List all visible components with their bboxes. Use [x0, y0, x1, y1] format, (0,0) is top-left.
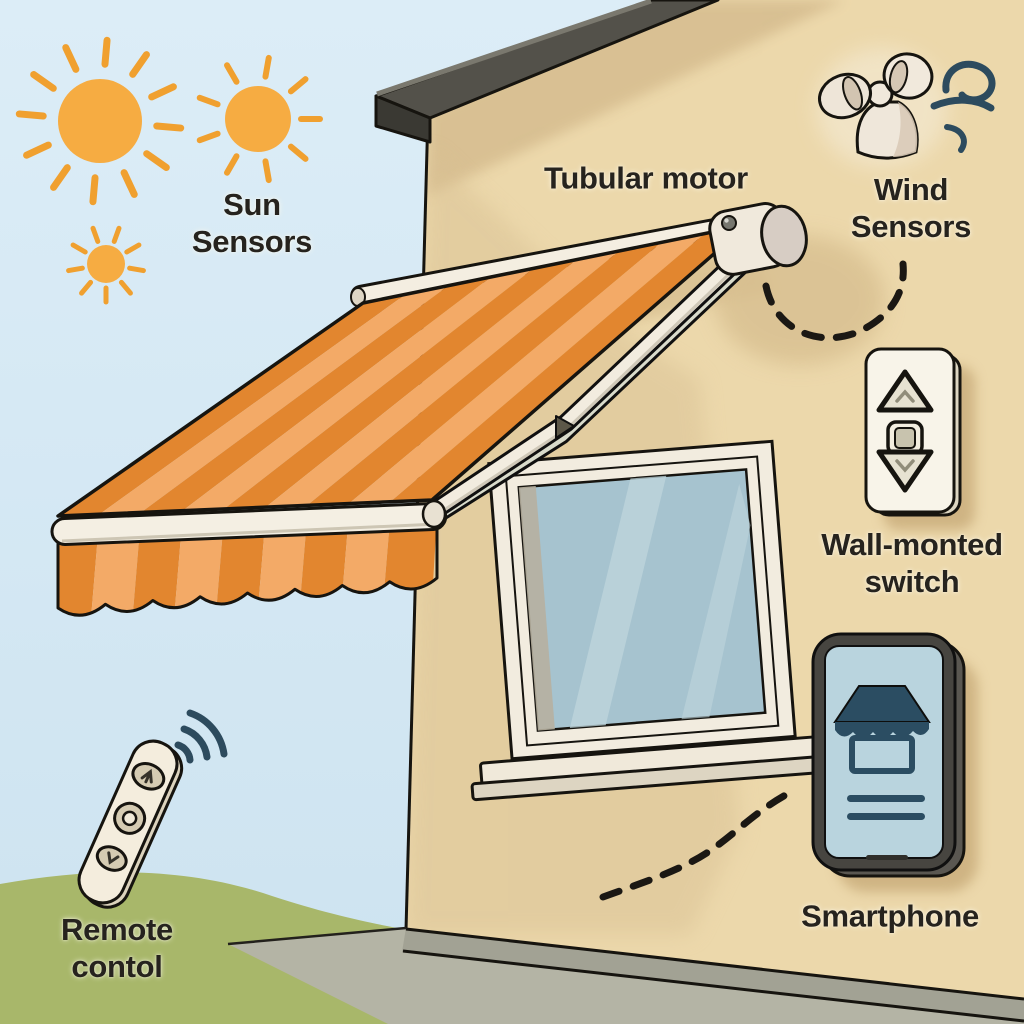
awning-fabric [56, 223, 749, 518]
front-bar [50, 499, 448, 546]
label-line: Wall-monted [821, 527, 1003, 562]
wall-base-strip [402, 928, 1024, 1020]
dashed-connector-motor-wind [762, 260, 907, 342]
sun-icon [19, 40, 180, 201]
smartphone-icon [811, 632, 978, 892]
home-indicator [866, 855, 908, 860]
label-wall-switch: Wall-monted switch [821, 526, 1003, 600]
label-line: Sensors [850, 209, 972, 244]
folding-arm [424, 240, 758, 525]
awning-app-icon [833, 685, 931, 820]
label-wind-sensors: Wind Sensors [850, 171, 972, 245]
label-line: switch [864, 564, 960, 599]
label-line: Remote [61, 912, 173, 947]
wind-lines-icon [930, 60, 996, 153]
dashed-connector-wall-phone [599, 785, 801, 901]
wall-switch-icon [864, 347, 975, 530]
anemometer-icon [816, 48, 948, 168]
label-smartphone: Smartphone [801, 898, 979, 934]
remote-control-icon [77, 709, 228, 909]
label-sun-sensors: Sun Sensors [191, 186, 313, 260]
sun-icon [69, 228, 144, 302]
label-line: Wind [873, 172, 949, 207]
phone-screen[interactable] [824, 645, 944, 859]
label-line: contol [71, 949, 163, 984]
label-line: Sensors [191, 224, 313, 259]
tubular-motor-icon [708, 202, 808, 276]
grass [0, 872, 408, 1024]
remote-down-button[interactable] [94, 842, 130, 874]
label-line: Sun [223, 187, 281, 222]
screw-icon [721, 215, 737, 231]
label-tubular-motor: Tubular motor [544, 160, 748, 196]
awning [50, 202, 808, 617]
roof [374, 0, 720, 144]
label-remote-control: Remote contol [61, 911, 173, 985]
ground [0, 872, 1024, 1024]
window [470, 439, 826, 802]
wifi-waves-icon [174, 709, 228, 764]
sun-icon [200, 58, 320, 180]
